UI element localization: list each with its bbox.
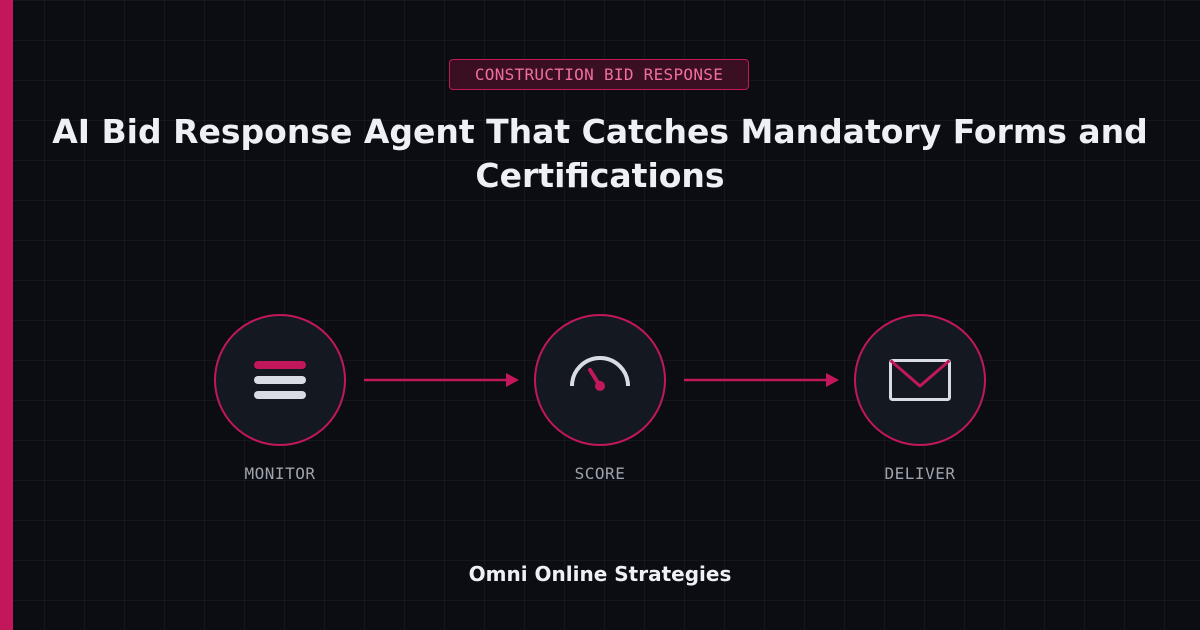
step-score-circle [534, 314, 666, 446]
step-monitor-label: MONITOR [244, 464, 316, 483]
envelope-icon [889, 359, 951, 401]
step-monitor-circle [214, 314, 346, 446]
company-name: Omni Online Strategies [468, 562, 732, 586]
step-deliver: DELIVER [854, 314, 986, 483]
page-title: AI Bid Response Agent That Catches Manda… [52, 112, 1148, 195]
category-badge: CONSTRUCTION BID RESPONSE [449, 59, 749, 90]
list-icon [254, 361, 306, 399]
step-deliver-label: DELIVER [884, 464, 956, 483]
step-score-label: SCORE [574, 464, 626, 483]
arrow-right-icon [684, 373, 839, 387]
arrow-right-icon [364, 373, 519, 387]
step-deliver-circle [854, 314, 986, 446]
step-monitor: MONITOR [214, 314, 346, 483]
gauge-icon [570, 356, 630, 391]
step-score: SCORE [534, 314, 666, 483]
accent-bar [0, 0, 13, 630]
